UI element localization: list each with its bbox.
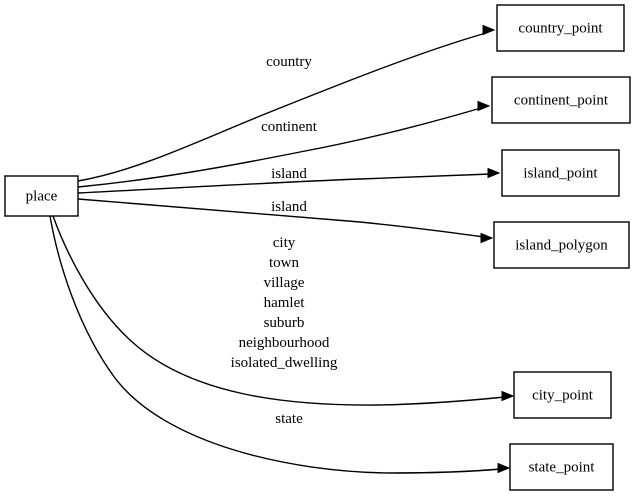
edge-line <box>77 107 482 188</box>
edge-label-line: suburb <box>264 315 305 331</box>
node-label: island_polygon <box>515 237 608 253</box>
edge-label-line: village <box>264 275 305 291</box>
arrowhead-icon <box>477 100 491 112</box>
edge-place-to-state_point <box>49 215 511 474</box>
node-label: city_point <box>532 387 594 403</box>
edge-label-line: country <box>266 54 312 70</box>
node-label: place <box>26 188 58 204</box>
node-country_point[interactable]: country_point <box>496 4 625 52</box>
edge-place-to-island_point <box>77 167 501 194</box>
edge-labels-layer: country continent island island city town vill… <box>231 54 338 427</box>
node-label: island_point <box>523 165 598 181</box>
edge-label-place-to-island_polygon: island <box>271 199 307 215</box>
arrowhead-icon <box>487 167 501 179</box>
node-city_point[interactable]: city_point <box>513 371 612 419</box>
node-island_point[interactable]: island_point <box>501 149 620 197</box>
node-box[interactable] <box>513 371 612 419</box>
edge-label-line: town <box>269 255 300 271</box>
edge-label-place-to-state_point: state <box>275 411 303 427</box>
node-label: state_point <box>529 459 596 475</box>
arrowhead-icon <box>501 390 515 402</box>
edge-line <box>49 215 502 474</box>
edge-label-place-to-city_point: city town village hamlet suburb neighbourhood… <box>231 235 338 371</box>
node-continent_point[interactable]: continent_point <box>491 76 631 124</box>
edge-label-line: isolated_dwelling <box>231 355 338 371</box>
node-box[interactable] <box>4 175 79 217</box>
node-box[interactable] <box>501 149 620 197</box>
edge-line <box>77 173 492 194</box>
edge-label-line: state <box>275 411 303 427</box>
edge-label-line: hamlet <box>264 295 306 311</box>
node-place[interactable]: place <box>4 175 79 217</box>
node-box[interactable] <box>496 4 625 52</box>
node-box[interactable] <box>493 221 630 269</box>
edge-label-line: neighbourhood <box>239 335 330 351</box>
node-label: country_point <box>518 20 603 36</box>
edge-place-to-country_point <box>77 24 496 182</box>
arrowhead-icon <box>480 232 494 244</box>
edge-line <box>52 215 506 406</box>
edge-label-line: city <box>273 235 296 251</box>
arrowhead-icon <box>497 462 511 474</box>
node-box[interactable] <box>509 443 614 491</box>
edge-label-line: island <box>271 199 307 215</box>
node-state_point[interactable]: state_point <box>509 443 614 491</box>
edge-label-place-to-country_point: country <box>266 54 312 70</box>
edge-label-line: island <box>271 166 307 182</box>
edges-layer <box>49 24 515 474</box>
edge-place-to-island_polygon <box>77 198 494 244</box>
edge-place-to-continent_point <box>77 100 491 188</box>
edge-place-to-city_point <box>52 215 515 406</box>
node-label: continent_point <box>514 92 609 108</box>
edge-line <box>77 198 485 238</box>
edge-label-place-to-continent_point: continent <box>261 119 318 135</box>
node-box[interactable] <box>491 76 631 124</box>
node-island_polygon[interactable]: island_polygon <box>493 221 630 269</box>
nodes-layer: place country_point continent_point island_… <box>4 4 631 491</box>
edge-label-place-to-island_point: island <box>271 166 307 182</box>
edge-line <box>77 32 487 182</box>
arrowhead-icon <box>482 24 496 36</box>
edge-label-line: continent <box>261 119 318 135</box>
